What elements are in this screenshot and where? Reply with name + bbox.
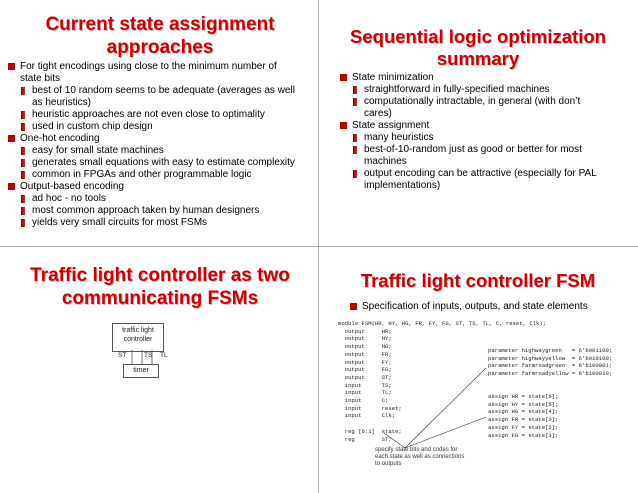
slide1-title: Current state assignment approaches (45, 14, 275, 58)
signal-tl-label: TL (160, 352, 168, 359)
slide1-bullet-12: yields very small circuits for most FSMs (8, 217, 298, 229)
slide2-bullet-4: State assignment (340, 120, 610, 132)
controller-box: traffic light controller (112, 323, 164, 352)
timer-box: timer (123, 364, 159, 378)
slide1-bullet-6: easy for small state machines (8, 145, 298, 157)
slide4-bullet: Specification of inputs, outputs, and st… (350, 301, 620, 313)
slide2-title: Sequential logic optimization summary (350, 26, 606, 70)
verilog-parameter-code: parameter highwaygreen = 6'b001100; para… (488, 347, 613, 378)
slide1-bullet-11: most common approach taken by human desi… (8, 205, 298, 217)
slide2-bullet-3: computationally intractable, in general … (340, 96, 610, 120)
slide1-bullet-5: One-hot encoding (8, 133, 298, 145)
slide1-bullet-1: For tight encodings using close to the m… (8, 61, 298, 85)
slide2-bullet-7: output encoding can be attractive (espec… (340, 168, 610, 192)
slide2-bullet-2: straightforward in fully-specified machi… (340, 84, 610, 96)
signal-st-label: ST (118, 352, 127, 359)
verilog-module-code: module FSM(HR, HY, HG, FR, FY, FG, ST, T… (338, 320, 547, 443)
slide1-bullet-2: best of 10 random seems to be adequate (… (8, 85, 298, 109)
slide1-bullet-7: generates small equations with easy to e… (8, 157, 298, 169)
slide1-bullet-8: common in FPGAs and other programmable l… (8, 169, 298, 181)
timer-label: timer (133, 367, 149, 374)
signal-ts-label: TS (144, 352, 153, 359)
annotation-note: specify state bits and codes for each st… (375, 447, 465, 467)
slide1-bullet-list: For tight encodings using close to the m… (8, 61, 298, 229)
horizontal-divider (0, 246, 638, 247)
slide1-bullet-9: Output-based encoding (8, 181, 298, 193)
verilog-assign-code: assign HR = state[6]; assign HY = state[… (488, 393, 559, 439)
slide1-bullet-10: ad hoc - no tools (8, 193, 298, 205)
slide4-title: Traffic light controller FSM (360, 270, 596, 291)
slide2-bullet-5: many heuristics (340, 132, 610, 144)
slide1-bullet-3: heuristic approaches are not even close … (8, 109, 298, 121)
slide2-bullet-6: best-of-10-random just as good or better… (340, 144, 610, 168)
slide2-bullet-1: State minimization (340, 72, 610, 84)
slide4-bullet-list: Specification of inputs, outputs, and st… (350, 301, 620, 313)
controller-label: traffic light controller (122, 327, 154, 343)
slide3-title: Traffic light controller as two communic… (30, 265, 290, 309)
slide1-bullet-4: used in custom chip design (8, 121, 298, 133)
